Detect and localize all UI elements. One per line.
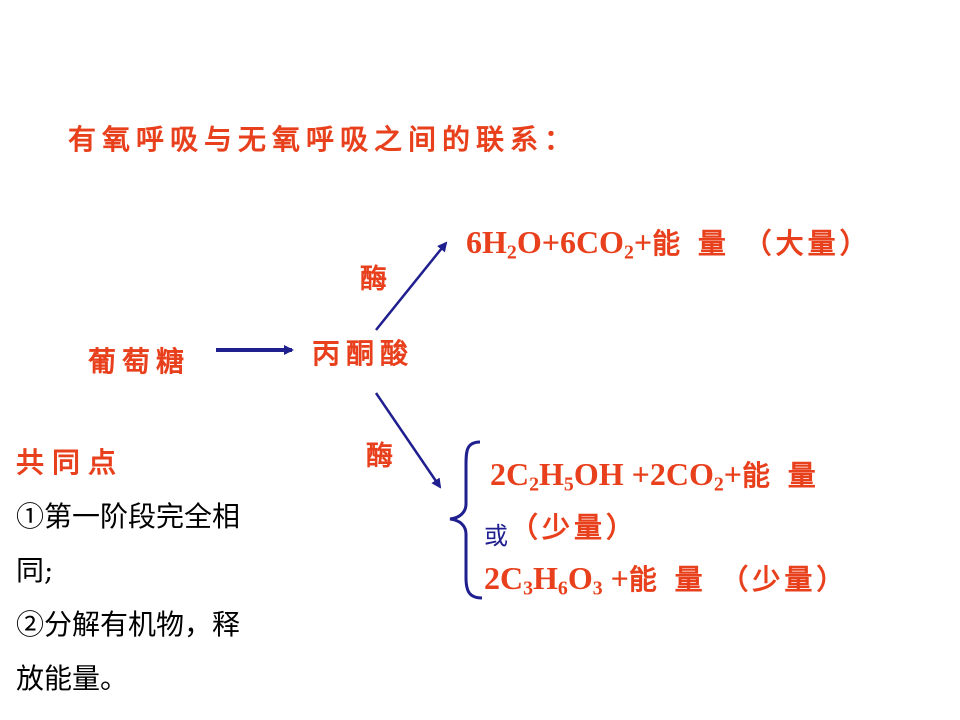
aerobic-branch-arrow — [375, 241, 448, 331]
curly-brace — [449, 440, 483, 600]
page-title: 有氧呼吸与无氧呼吸之间的联系： — [68, 123, 579, 156]
common-point-line: 同; — [16, 554, 54, 587]
alcohol-energy-amount: （少量） — [510, 511, 639, 544]
anaerobic-branch-arrow — [374, 392, 442, 489]
common-point-line: ①第一阶段完全相 — [16, 500, 241, 533]
enzyme-label-top: 酶 — [360, 264, 387, 295]
or-label: 或 — [484, 522, 508, 550]
common-points-heading: 共同点 — [16, 446, 125, 479]
common-point-line: 放能量。 — [16, 662, 129, 695]
glucose-node: 葡萄糖 — [88, 345, 191, 378]
enzyme-label-bottom: 酶 — [366, 441, 393, 472]
alcohol-fermentation-products: 2C2H5OH +2CO2+能 量 — [490, 456, 820, 496]
common-points: 共同点 ①第一阶段完全相 同; ②分解有机物，释 放能量。 — [16, 436, 240, 706]
aerobic-products: 6H2O+6CO2+能 量 （大量） — [466, 224, 872, 264]
common-point-line: ②分解有机物，释 — [16, 608, 241, 641]
pyruvate-node: 丙酮酸 — [312, 337, 415, 370]
lactic-fermentation-products: 2C3H6O3 +能 量 （少量） — [484, 560, 849, 600]
